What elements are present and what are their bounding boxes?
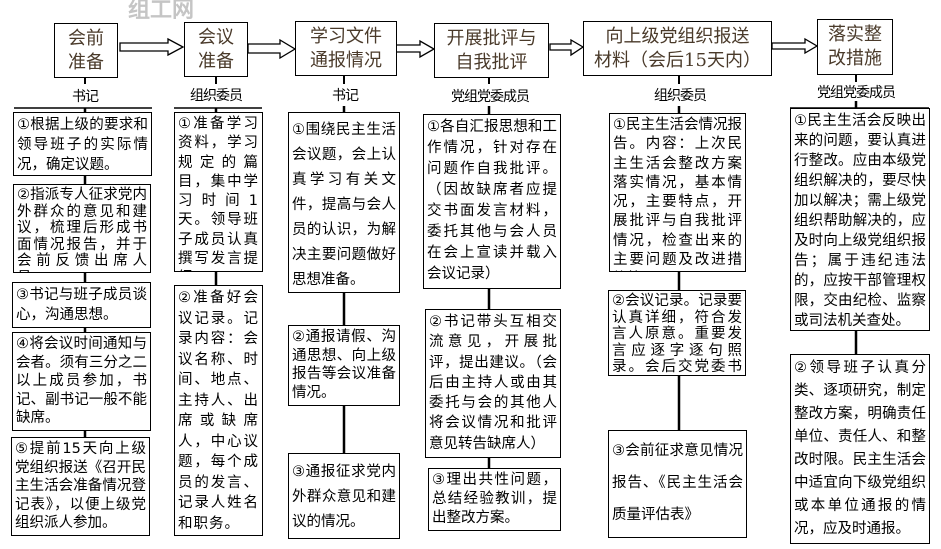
role-label: 书记 [320,88,370,104]
step-box: ①围绕民主生活会议题，会上认真学习有关文件，提高与会人员的认识，为解决主要问题做… [288,112,400,293]
step-box: ③书记与班子成员谈心，沟通思想。 [12,282,151,328]
stage-meeting-prep-header: 会议 准备 [184,22,248,77]
role-label: 组织委员 [640,88,720,104]
step-box: ②通报请假、沟通思想、向上级报告等会议准备情况。 [288,325,400,406]
step-box: ②准备好会议记录。记录内容：会议名称、时间、地点、主持人、出席或缺席人，中心议题… [174,285,263,536]
role-label: 书记 [60,89,110,105]
step-box: ②领导班子认真分类、逐项研究，制定整改方案，明确责任单位、责任人、和整改时限。民… [790,354,930,544]
step-box: ⑤提前15天向上级党组织报送《召开民主生活会准备情况登记表》，以便上级党组织派人… [11,437,150,536]
step-box: ③会前征求意见情况报告、《民主生活会质量评估表》 [608,430,747,538]
step-box: ①准备学习资料，学习规定的篇目，集中学习时间1天。领导班子成员认真撰写发言提纲。 [174,112,263,272]
step-box: ②书记带头互相交流意见，开展批评，提出建议。（会后由主持人或由其委托与会的其他人… [425,309,561,458]
step-box: ③通报征求党内外群众意见和建议的情况。 [288,453,400,539]
step-box: ④将会议时间通知与会者。须有三分之二以上成员参加，书记、副书记一般不能缺席。 [12,332,151,431]
step-box: ①民主生活会反映出来的问题，要认真进行整改。应由本级党组织解决的，要尽快加以解决… [790,108,930,331]
stage-study-report-header: 学习文件 通报情况 [295,21,397,76]
role-label: 党组党委成员 [440,89,540,105]
stage-pre-meeting-header: 会前 准备 [54,23,118,78]
role-label: 党组党委成员 [806,85,906,101]
stage-rectification-header: 落实整 改措施 [817,19,893,75]
role-label: 组织委员 [176,88,256,104]
step-box: ①根据上级的要求和领导班子的实际情况，确定议题。 [13,112,152,176]
step-box: ②会议记录。记录要认真详细，符合发言人原意。重要发言应逐字逐句照录。会后交党委书… [608,290,746,376]
step-box: ①各自汇报思想和工作情况，针对存在问题作自我批评。（因故缺席者应提交书面发言材料… [423,114,561,289]
watermark: 组工网 [128,0,195,23]
step-box: ①民主生活会情况报告。内容：上次民主生活会整改方案落实情况，基本情况，主要特点，… [609,113,746,272]
step-box: ②指派专人征求党内外群众的意见和建议，梳理后形成书面情况报告，并于会前反馈出席人… [13,184,151,273]
stage-criticism-header: 开展批评与 自我批评 [434,23,549,78]
stage-report-upward-header: 向上级党组织报送 材料（会后15天内） [583,21,772,76]
step-box: ③理出共性问题，总结经验教训，提出整改方案。 [428,468,561,531]
